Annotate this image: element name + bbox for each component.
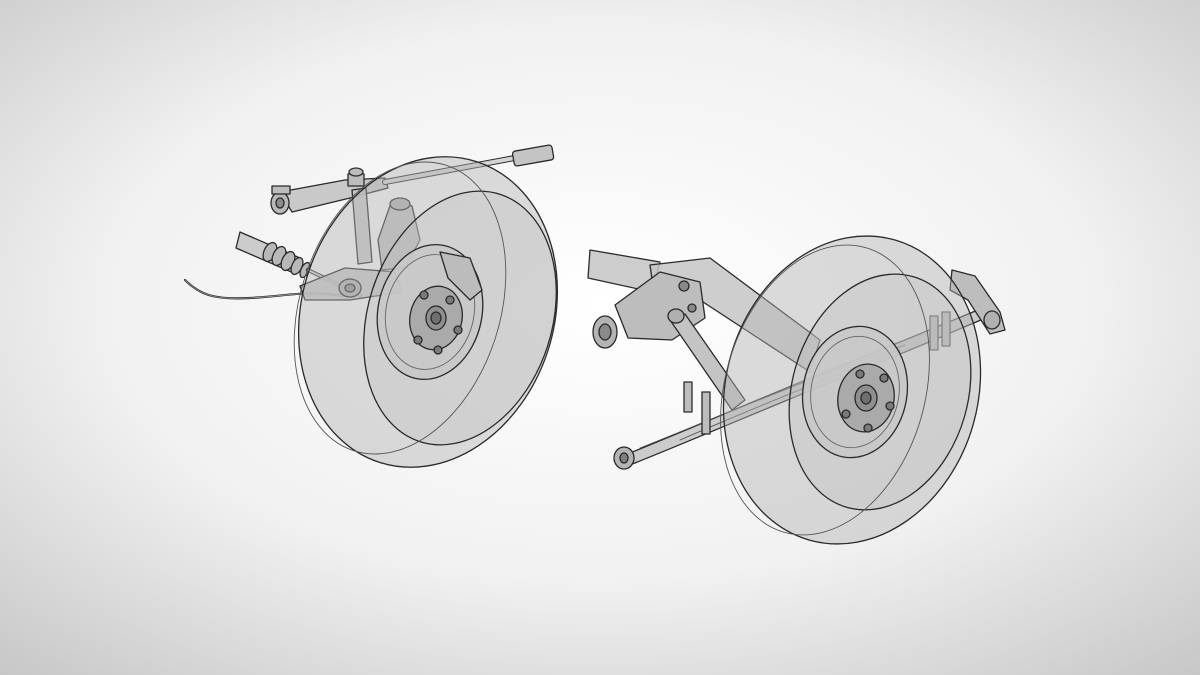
shock-top-mount	[347, 167, 365, 187]
rear-axle-assembly	[587, 235, 1006, 545]
front-suspension-assembly	[183, 144, 559, 468]
rear-tire-sidewall-edge	[720, 244, 930, 536]
steering-rack-boot	[262, 241, 311, 279]
stabilizer-bar-end	[511, 144, 555, 167]
front-tire-sidewall-edge	[293, 161, 507, 455]
front-lug-nuts	[413, 290, 463, 355]
front-brake-caliper	[439, 251, 483, 301]
rear-lug-nuts	[841, 369, 895, 433]
u-bolts	[683, 311, 951, 435]
